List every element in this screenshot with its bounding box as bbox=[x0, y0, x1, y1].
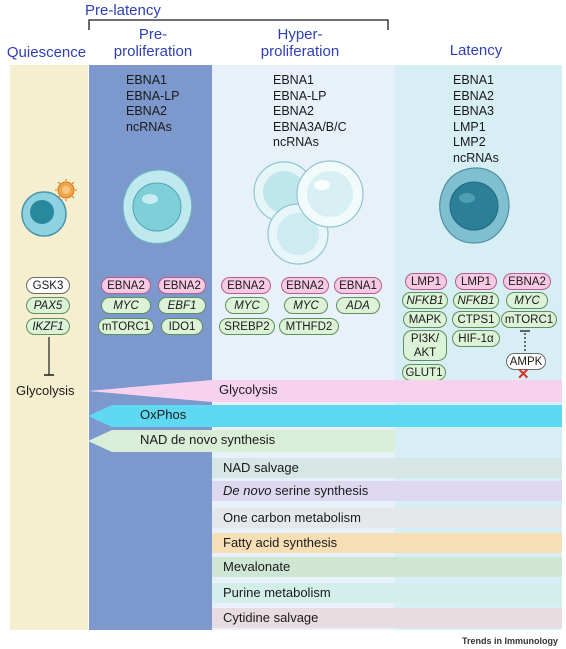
red-x-icon: ✕ bbox=[517, 366, 530, 383]
gene-item: EBNA1 bbox=[126, 73, 167, 87]
oxphos-bar-label: OxPhos bbox=[140, 407, 187, 422]
mtorc1-pill: mTORC1 bbox=[98, 318, 154, 335]
hyper-proliferation-cells-illustration bbox=[253, 160, 364, 265]
ebna2-pill: EBNA2 bbox=[221, 277, 271, 294]
mapk-pill: MAPK bbox=[403, 311, 447, 328]
ada-pill: ADA bbox=[336, 297, 380, 314]
gene-item: LMP2 bbox=[453, 135, 486, 149]
mtorc1-pill: mTORC1 bbox=[501, 311, 557, 328]
lmp1-pill: LMP1 bbox=[405, 273, 447, 290]
hyper-proliferation-gene-list: EBNA1 EBNA-LP EBNA2 EBNA3A/B/C ncRNAs bbox=[273, 73, 347, 151]
myc-pill: MYC bbox=[284, 297, 328, 314]
akt-label: AKT bbox=[413, 347, 437, 359]
nad-salvage-bar: NAD salvage bbox=[212, 458, 562, 478]
gene-item: EBNA2 bbox=[273, 104, 314, 118]
pax5-pill: PAX5 bbox=[26, 297, 70, 314]
gsk3-pill: GSK3 bbox=[26, 277, 70, 294]
gene-item: EBNA2 bbox=[126, 104, 167, 118]
pi3k-akt-pill: PI3K/ AKT bbox=[403, 330, 447, 361]
nfkb1-pill: NFKB1 bbox=[402, 292, 448, 309]
pre-proliferation-title: Pre- proliferation bbox=[100, 26, 206, 60]
ampk-pill: AMPK bbox=[506, 353, 546, 370]
latency-cell-illustration bbox=[439, 167, 510, 244]
serine-synthesis-label: serine synthesis bbox=[271, 483, 369, 498]
ctps1-pill: CTPS1 bbox=[452, 311, 500, 328]
gene-item: ncRNAs bbox=[273, 135, 319, 149]
latency-gene-list: EBNA1 EBNA2 EBNA3 LMP1 LMP2 ncRNAs bbox=[453, 73, 499, 166]
fatty-acid-bar: Fatty acid synthesis bbox=[212, 533, 562, 553]
ebna1-pill: EBNA1 bbox=[334, 277, 382, 294]
srebp2-pill: SREBP2 bbox=[219, 318, 275, 335]
glycolysis-bar-label: Glycolysis bbox=[219, 382, 278, 397]
latency-title: Latency bbox=[449, 42, 503, 59]
lmp1-pill: LMP1 bbox=[455, 273, 497, 290]
hyper-proliferation-title-line1: Hyper- bbox=[277, 26, 323, 43]
pre-latency-label: Pre-latency bbox=[85, 2, 161, 19]
gene-item: ncRNAs bbox=[453, 150, 499, 165]
pre-proliferation-column bbox=[89, 65, 212, 630]
journal-footer: Trends in Immunology bbox=[461, 636, 558, 646]
glycolysis-bar bbox=[88, 380, 562, 402]
glut1-pill: GLUT1 bbox=[402, 364, 446, 381]
mevalonate-bar: Mevalonate bbox=[212, 557, 562, 577]
pre-latency-bracket bbox=[88, 19, 389, 30]
gene-item: EBNA2 bbox=[453, 88, 494, 103]
pre-proliferation-title-line1: Pre- bbox=[138, 26, 168, 43]
one-carbon-bar: One carbon metabolism bbox=[212, 508, 562, 528]
gene-item: EBNA-LP bbox=[126, 88, 180, 103]
hyper-proliferation-title: Hyper- proliferation bbox=[238, 26, 362, 60]
ebna2-pill: EBNA2 bbox=[101, 277, 151, 294]
myc-pill: MYC bbox=[225, 297, 269, 314]
virus-icon bbox=[55, 179, 77, 201]
ebna2-pill: EBNA2 bbox=[158, 277, 206, 294]
ebf1-pill: EBF1 bbox=[158, 297, 206, 314]
nfkb1-pill: NFKB1 bbox=[453, 292, 499, 309]
hif1a-pill: HIF-1α bbox=[452, 330, 500, 347]
pi3k-label: PI3K/ bbox=[410, 333, 440, 345]
pre-proliferation-gene-list: EBNA1 EBNA-LP EBNA2 ncRNAs bbox=[126, 73, 180, 135]
ido1-pill: IDO1 bbox=[161, 318, 203, 335]
hyper-proliferation-title-line2: proliferation bbox=[260, 43, 340, 60]
nad-de-novo-bar bbox=[88, 430, 395, 452]
myc-pill: MYC bbox=[101, 297, 151, 314]
serine-synthesis-bar: De novo serine synthesis bbox=[212, 481, 562, 501]
oxphos-bar bbox=[88, 405, 562, 427]
purine-metabolism-bar: Purine metabolism bbox=[212, 583, 562, 603]
mthfd2-pill: MTHFD2 bbox=[279, 318, 339, 335]
glycolysis-quiescence-label: Glycolysis bbox=[16, 383, 75, 398]
gene-item: EBNA3A/B/C bbox=[273, 119, 347, 134]
inhibition-arrow bbox=[44, 337, 54, 376]
gene-item: EBNA1 bbox=[273, 73, 314, 87]
gene-item: EBNA3 bbox=[453, 104, 494, 118]
quiescence-title: Quiescence bbox=[6, 44, 87, 61]
gene-item: LMP1 bbox=[453, 119, 486, 134]
gene-item: EBNA-LP bbox=[273, 88, 327, 103]
myc-pill: MYC bbox=[506, 292, 548, 309]
pre-proliferation-title-line2: proliferation bbox=[113, 43, 193, 60]
pre-proliferation-cell-illustration bbox=[122, 169, 193, 245]
ikzf1-pill: IKZF1 bbox=[26, 318, 70, 335]
ebna2-pill: EBNA2 bbox=[503, 273, 551, 290]
ampk-inhibition-arrow bbox=[520, 330, 530, 351]
ebna2-pill: EBNA2 bbox=[281, 277, 329, 294]
quiescent-cell-illustration bbox=[21, 179, 77, 237]
serine-de-novo-label: De novo bbox=[223, 483, 272, 498]
gene-item: EBNA1 bbox=[453, 73, 494, 87]
gene-item: ncRNAs bbox=[126, 119, 172, 134]
nad-de-novo-bar-label: NAD de novo synthesis bbox=[140, 432, 276, 447]
cytidine-salvage-bar: Cytidine salvage bbox=[212, 608, 562, 628]
